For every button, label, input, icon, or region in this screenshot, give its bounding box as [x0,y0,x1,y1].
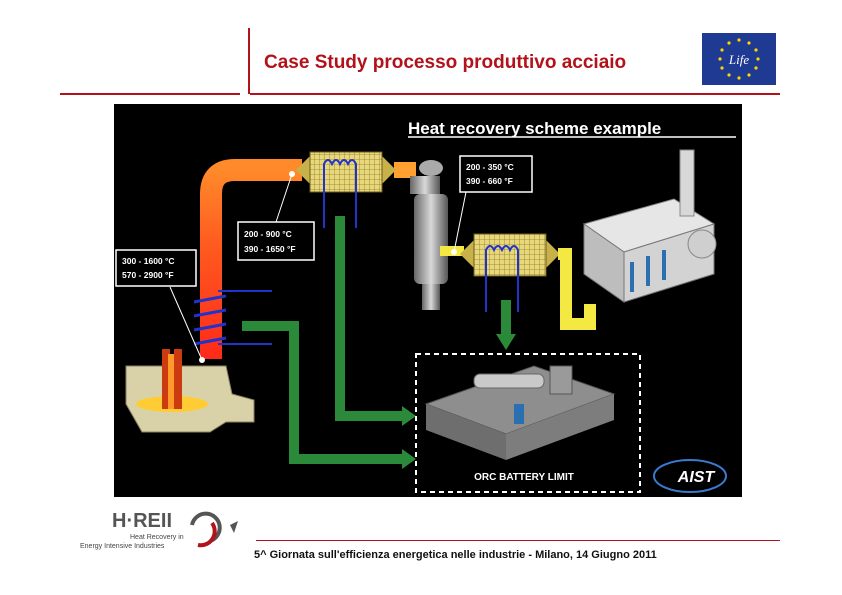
header-rule-left [60,93,240,95]
callout-stack-temp: 200 - 350 °C 390 - 660 °F [451,155,533,255]
duct-to-tower [394,162,416,178]
hreil-arrow-red-icon [197,521,217,548]
eu-stars-icon: Life [702,33,776,85]
heat-recovery-diagram: Heat recovery scheme example [114,104,742,497]
callout-furnace-temp: 300 - 1600 °C 570 - 2900 °F [115,249,205,363]
hreil-arrow-grey-icon [190,511,222,543]
svg-text:AIST: AIST [677,469,716,486]
furnace-duct-coil [193,290,272,346]
header-rule-right [250,93,780,95]
orc-battery-limit-label: ORC BATTERY LIMIT [474,472,574,483]
svg-text:300 - 1600 °C: 300 - 1600 °C [122,256,175,266]
heat-arrowheads [402,334,516,469]
cooling-tower [410,160,448,310]
svg-text:390 - 660 °F: 390 - 660 °F [466,176,513,186]
page-title: Case Study processo produttivo acciaio [264,52,627,73]
orc-battery-limit-box [415,353,641,493]
svg-text:Heat Recovery in: Heat Recovery in [130,534,184,541]
heat-exchanger-2 [460,233,560,312]
electric-arc-furnace [125,349,255,433]
aist-logo: AIST [653,459,727,493]
footer-rule [256,540,780,541]
svg-text:H·REII: H·REII [112,510,172,532]
hot-flue-duct [200,159,302,359]
orc-unit [424,365,616,460]
svg-text:390 - 1650 °F: 390 - 1650 °F [244,244,296,254]
duct-to-baghouse [558,248,596,330]
footer-text: 5^ Giornata sull'efficienza energetica n… [254,549,657,561]
hreil-logo-graphic: H·REII Heat Recovery in Energy Intensive… [80,510,238,550]
heat-exchanger-1 [296,151,396,228]
diagram-canvas: Heat recovery scheme example [115,119,736,493]
eu-life-text: Life [728,52,749,67]
svg-text:200 - 900 °C: 200 - 900 °C [244,229,292,239]
eu-life-logo: Life [702,33,776,85]
header-vertical-rule [248,28,250,94]
heat-flow-arrows [242,216,511,464]
hreil-logo: H·REII Heat Recovery in Energy Intensive… [80,505,250,555]
callout-duct-temp: 200 - 900 °C 390 - 1650 °F [237,171,315,261]
baghouse-filter [582,149,717,303]
diagram-heading: Heat recovery scheme example [408,119,661,138]
svg-text:200 - 350 °C: 200 - 350 °C [466,162,514,172]
svg-text:570 - 2900 °F: 570 - 2900 °F [122,270,174,280]
svg-text:Energy Intensive Industries: Energy Intensive Industries [80,543,165,550]
